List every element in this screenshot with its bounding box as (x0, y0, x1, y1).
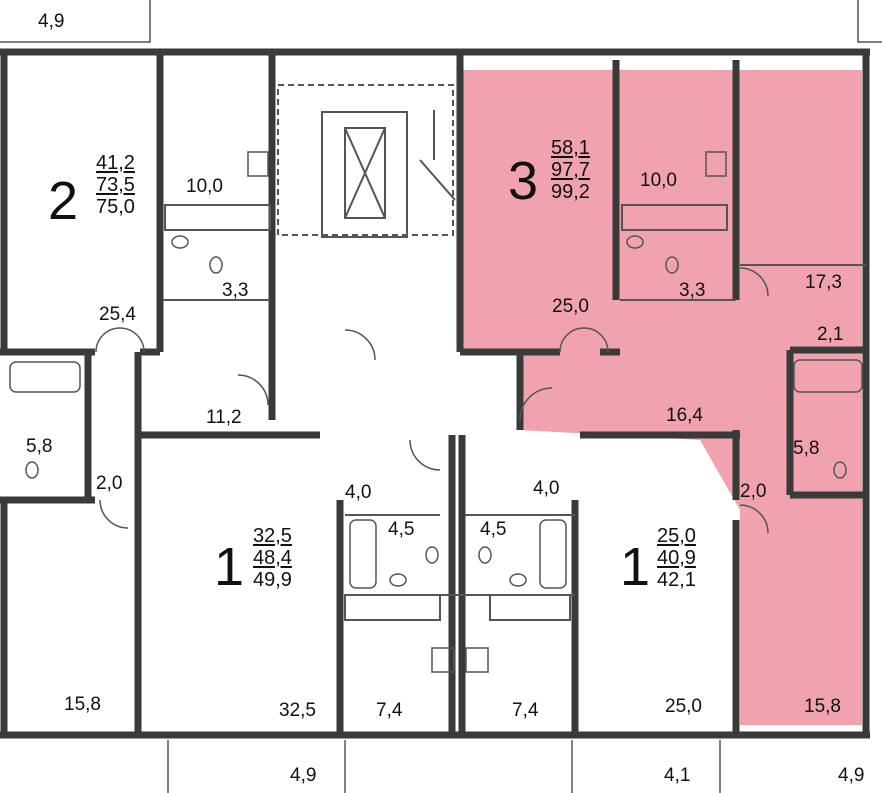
apartment-number: 2 (48, 171, 79, 231)
apartment-areas: 25,0 40,9 42,1 (657, 525, 696, 591)
living-area: 25,0 (657, 525, 696, 547)
total-with-balcony: 42,1 (657, 569, 696, 591)
total-area: 40,9 (657, 547, 696, 569)
room-area: 4,1 (664, 765, 691, 786)
room-area: 10,0 (640, 170, 677, 191)
apartment-number: 1 (214, 537, 245, 597)
room-area: 3,3 (679, 280, 706, 301)
room-area: 4,9 (290, 765, 317, 786)
living-area: 41,2 (96, 152, 135, 174)
room-area: 4,9 (38, 11, 65, 32)
room-area: 5,8 (793, 438, 820, 459)
total-area: 73,5 (96, 174, 135, 196)
total-with-balcony: 99,2 (551, 181, 590, 203)
doors (95, 267, 769, 534)
room-area: 4,0 (345, 482, 372, 503)
room-area: 25,0 (665, 696, 702, 717)
room-area: 2,0 (740, 481, 767, 502)
room-area: 15,8 (64, 694, 101, 715)
apartment-number: 1 (620, 537, 651, 597)
room-area: 32,5 (279, 700, 316, 721)
interior-lines (163, 204, 866, 621)
total-with-balcony: 75,0 (96, 196, 135, 218)
apartment-areas: 32,5 48,4 49,9 (253, 525, 292, 591)
room-area: 15,8 (804, 696, 841, 717)
stairwell (277, 84, 456, 238)
total-area: 48,4 (253, 547, 292, 569)
room-area: 25,4 (99, 304, 136, 325)
room-area: 7,4 (512, 700, 539, 721)
room-area: 4,0 (533, 478, 560, 499)
room-area: 2,0 (96, 473, 123, 494)
walls (0, 48, 870, 739)
room-area: 4,5 (480, 519, 507, 540)
room-area: 10,0 (186, 176, 223, 197)
room-area: 5,8 (26, 436, 53, 457)
apartment-number: 3 (508, 151, 539, 211)
room-area: 7,4 (376, 700, 403, 721)
apartment-areas: 41,2 73,5 75,0 (96, 152, 135, 218)
room-area: 16,4 (666, 405, 703, 426)
room-area: 3,3 (222, 280, 249, 301)
room-area: 4,9 (838, 765, 865, 786)
room-area: 2,1 (817, 324, 844, 345)
room-area: 17,3 (805, 272, 842, 293)
apartment-areas: 58,1 97,7 99,2 (551, 137, 590, 203)
apartment-3-highlight (462, 70, 862, 725)
fixtures (9, 151, 863, 673)
living-area: 32,5 (253, 525, 292, 547)
total-area: 97,7 (551, 159, 590, 181)
room-area: 25,0 (552, 296, 589, 317)
room-area: 11,2 (206, 407, 242, 428)
total-with-balcony: 49,9 (253, 569, 292, 591)
living-area: 58,1 (551, 137, 590, 159)
room-area: 4,5 (388, 519, 415, 540)
